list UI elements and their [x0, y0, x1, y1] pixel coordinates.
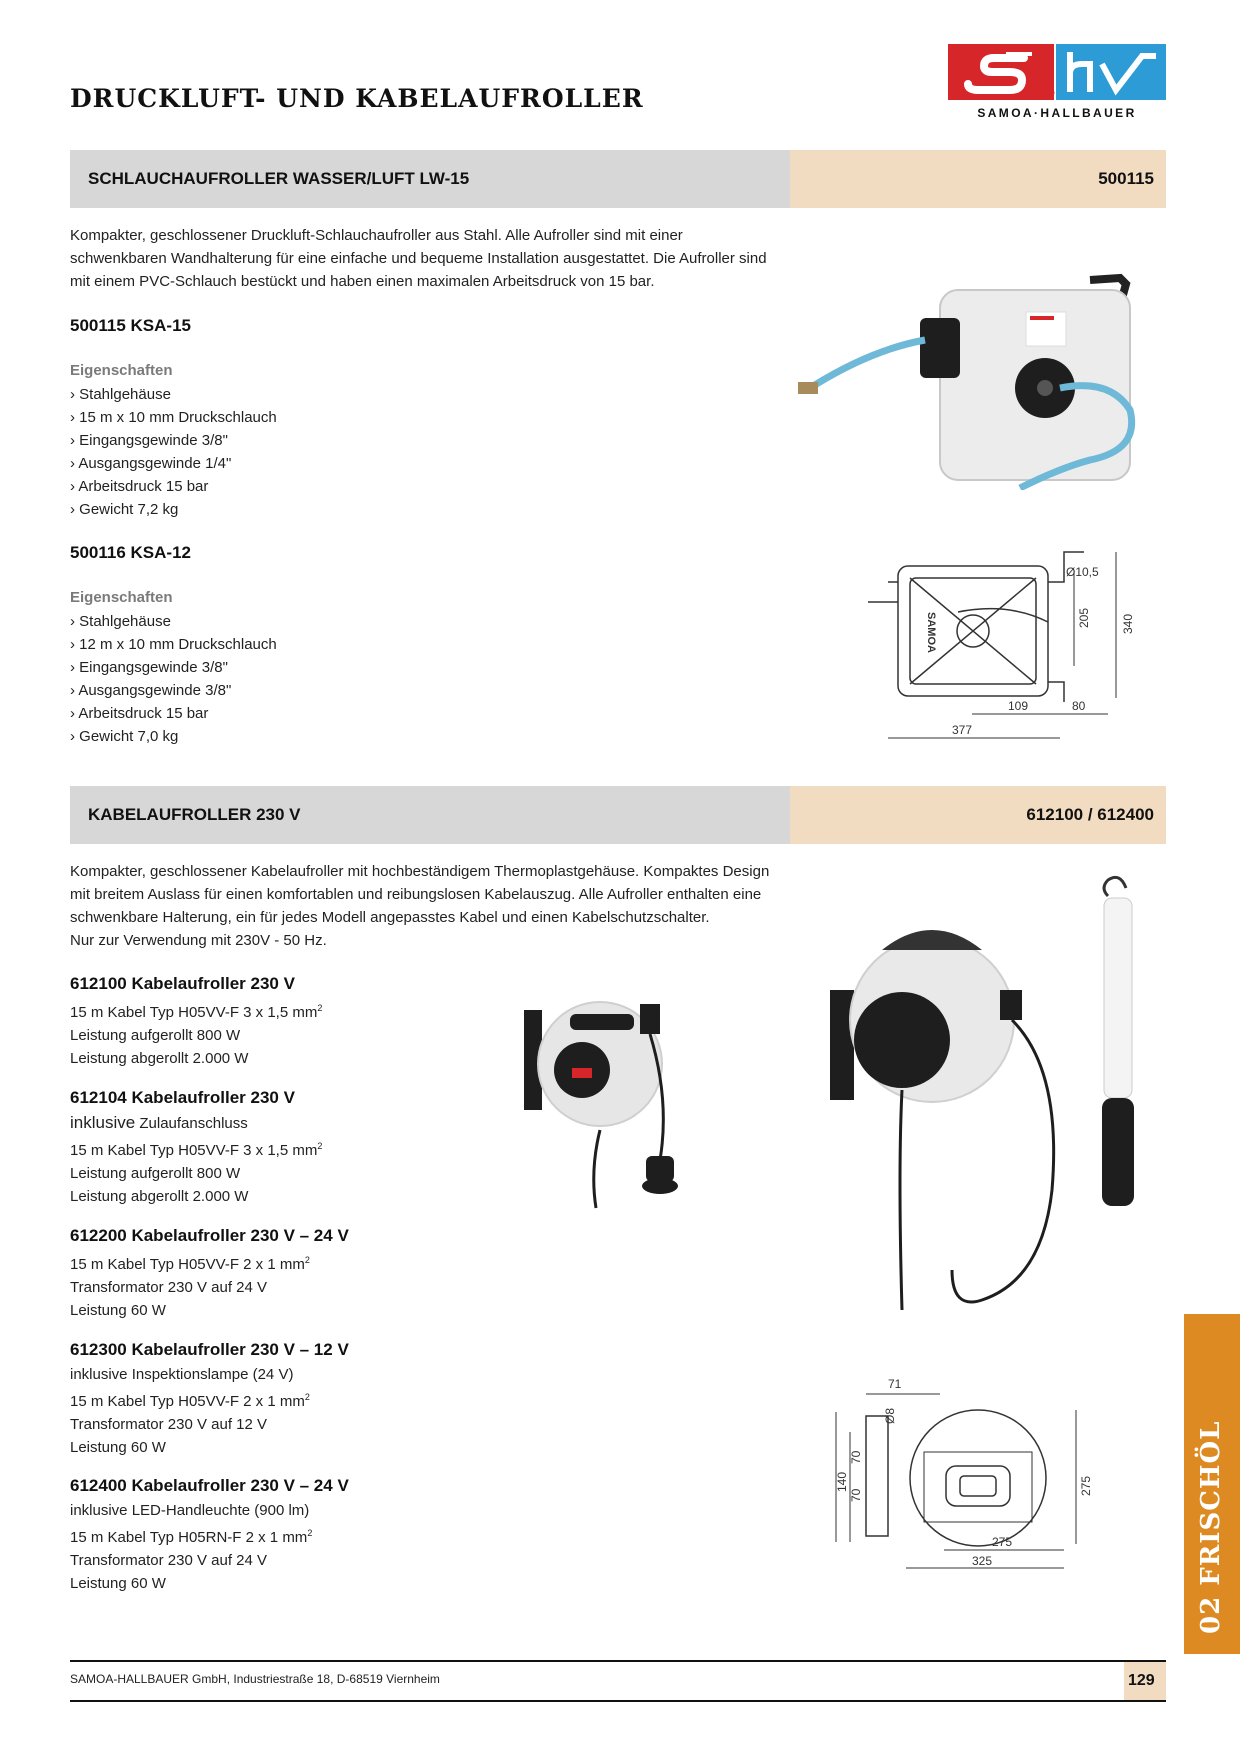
list-item: › Eingangsgewinde 3/8": [70, 432, 228, 449]
product-heading: 612200 Kabelaufroller 230 V – 24 V: [70, 1226, 349, 1245]
section-code: 612100 / 612400: [1026, 805, 1154, 824]
brand-logo: ® SAMOA·HALLBAUER: [948, 44, 1166, 130]
logo-hv-mark: [1056, 44, 1166, 100]
section-title: KABELAUFROLLER 230 V: [88, 805, 301, 824]
svg-text:140: 140: [835, 1472, 849, 1492]
footer-divider: [70, 1700, 1166, 1702]
section2-intro: Kompakter, geschlossener Kabelaufroller …: [70, 863, 770, 949]
svg-text:377: 377: [952, 723, 972, 737]
cable-reel-with-lamp-image: [830, 875, 1134, 1310]
svg-text:205: 205: [1077, 608, 1091, 628]
footer-divider: [70, 1660, 1166, 1662]
list-item: › Arbeitsdruck 15 bar: [70, 705, 209, 722]
logo-s-mark: [948, 44, 1054, 100]
list-item: › Gewicht 7,0 kg: [70, 728, 179, 745]
svg-text:340: 340: [1121, 614, 1135, 634]
product-details: inklusive Inspektionslampe (24 V) 15 m K…: [70, 1366, 310, 1456]
properties-list: › Stahlgehäuse › 12 m x 10 mm Druckschla…: [70, 610, 277, 748]
svg-text:275: 275: [1079, 1476, 1093, 1496]
list-item: › Ausgangsgewinde 3/8": [70, 682, 232, 699]
svg-text:SAMOA: SAMOA: [925, 612, 937, 653]
product-heading: 500115 KSA-15: [70, 316, 191, 335]
product-details: 15 m Kabel Typ H05VV-F 2 x 1 mm2 Transfo…: [70, 1255, 310, 1319]
list-item: › Ausgangsgewinde 1/4": [70, 455, 232, 472]
properties-label: Eigenschaften: [70, 589, 173, 606]
section-bar-hose-reel: SCHLAUCHAUFROLLER WASSER/LUFT LW-15 5001…: [70, 150, 1166, 208]
chapter-tab-label: 02 FRISCHÖL: [1196, 1420, 1226, 1634]
page-number: 129: [1128, 1672, 1155, 1689]
product-heading: 612300 Kabelaufroller 230 V – 12 V: [70, 1340, 349, 1359]
product-heading: 612400 Kabelaufroller 230 V – 24 V: [70, 1476, 349, 1495]
svg-text:275: 275: [992, 1535, 1012, 1549]
section-title: SCHLAUCHAUFROLLER WASSER/LUFT LW-15: [88, 169, 470, 188]
svg-text:70: 70: [849, 1450, 863, 1464]
product-details: 15 m Kabel Typ H05VV-F 3 x 1,5 mm2 Leist…: [70, 1003, 323, 1067]
list-item: › Stahlgehäuse: [70, 386, 171, 403]
list-item: › Arbeitsdruck 15 bar: [70, 478, 209, 495]
list-item: › 12 m x 10 mm Druckschlauch: [70, 636, 277, 653]
svg-text:Ø8: Ø8: [883, 1408, 897, 1424]
svg-text:80: 80: [1072, 699, 1086, 713]
cable-reel-technical-drawing: 71 Ø8 70 70 140 275 275 325: [835, 1377, 1093, 1569]
svg-text:325: 325: [972, 1554, 992, 1568]
list-item: › 15 m x 10 mm Druckschlauch: [70, 409, 277, 426]
hose-reel-image: [798, 273, 1136, 490]
svg-text:109: 109: [1008, 699, 1028, 713]
hose-reel-technical-drawing: SAMOA Ø10,5 205 340 109 80 377: [868, 551, 1135, 739]
page-number-box: [1124, 1662, 1166, 1700]
page-title: DRUCKLUFT- UND KABELAUFROLLER: [70, 84, 644, 113]
list-item: › Eingangsgewinde 3/8": [70, 659, 228, 676]
svg-text:70: 70: [849, 1488, 863, 1502]
product-heading: 612104 Kabelaufroller 230 V: [70, 1088, 295, 1107]
cable-reel-image: [524, 1001, 678, 1209]
section-bar-cable-reel: KABELAUFROLLER 230 V 612100 / 612400: [70, 786, 1166, 844]
svg-text:71: 71: [888, 1377, 902, 1391]
product-details: inklusive LED-Handleuchte (900 lm) 15 m …: [70, 1502, 313, 1592]
product-heading: 500116 KSA-12: [70, 543, 191, 562]
properties-label: Eigenschaften: [70, 362, 173, 379]
product-details: inklusive Zulaufanschluss 15 m Kabel Typ…: [70, 1113, 323, 1205]
product-heading: 612100 Kabelaufroller 230 V: [70, 974, 295, 993]
logo-text: SAMOA·HALLBAUER: [977, 106, 1137, 120]
properties-list: › Stahlgehäuse › 15 m x 10 mm Druckschla…: [70, 383, 277, 521]
footer-address: SAMOA-HALLBAUER GmbH, Industriestraße 18…: [70, 1672, 440, 1686]
chapter-tab: 02 FRISCHÖL: [1184, 1314, 1240, 1654]
svg-text:Ø10,5: Ø10,5: [1066, 565, 1099, 579]
list-item: › Stahlgehäuse: [70, 613, 171, 630]
section1-intro: Kompakter, geschlossener Druckluft-Schla…: [70, 227, 767, 290]
section-code: 500115: [1098, 169, 1154, 188]
list-item: › Gewicht 7,2 kg: [70, 501, 179, 518]
